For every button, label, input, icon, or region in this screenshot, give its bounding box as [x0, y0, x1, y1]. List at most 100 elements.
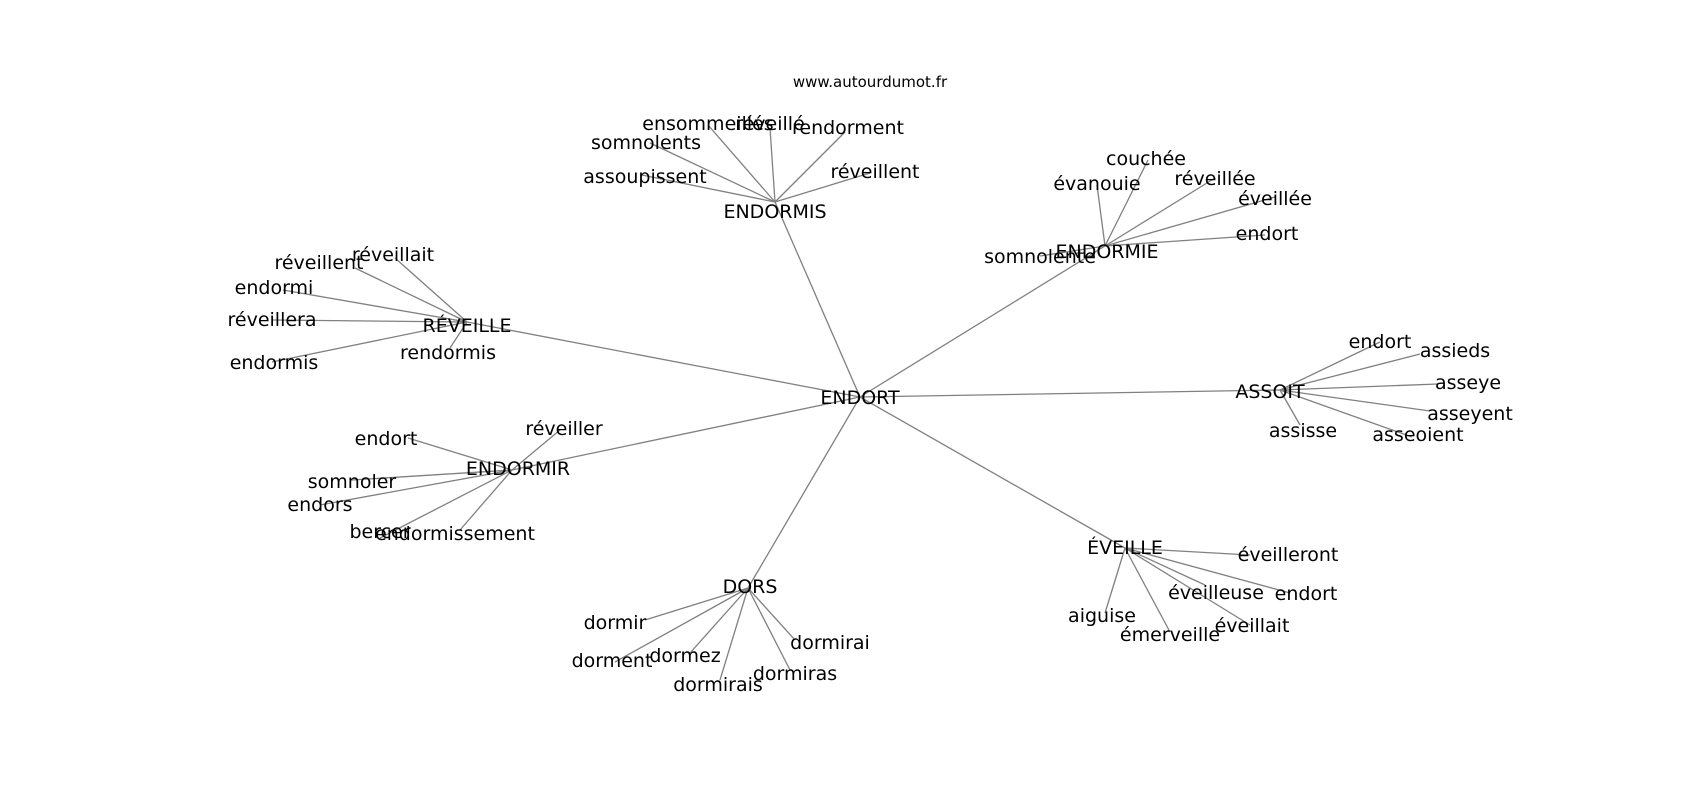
edge-endormie-reveillee — [1104, 177, 1216, 247]
leaf-node-dorment: dorment — [572, 650, 653, 672]
leaf-node-reveille: réveillé — [735, 113, 805, 135]
leaf-node-reveillent: réveillent — [274, 252, 363, 274]
leaf-node-bercer: bercer — [349, 521, 410, 543]
cluster-node-endormir: ENDORMIR — [466, 458, 570, 480]
edge-eveille-endort — [1124, 547, 1291, 594]
source-url: www.autourdumot.fr — [793, 73, 948, 91]
cluster-node-reveille: RÉVEILLE — [423, 314, 512, 337]
edge-dors-dorment — [614, 587, 749, 663]
edge-endormis-rendorment — [774, 131, 846, 203]
edge-dors-dormir — [644, 587, 749, 621]
edge-eveille-eveilleront — [1124, 547, 1251, 556]
leaf-node-reveiller: réveiller — [525, 418, 603, 440]
edge-endormir-somnoler — [351, 469, 513, 481]
edge-endormie-couchee — [1104, 159, 1149, 247]
edge-eveille-aiguise — [1104, 547, 1126, 614]
edge-endormie-evanouie — [1096, 184, 1106, 247]
edge-dors-dormirais — [719, 587, 749, 681]
leaf-node-endort: endort — [1236, 223, 1299, 245]
edge-eveille-eveillait — [1124, 547, 1251, 626]
edge-center-reveille — [466, 321, 861, 398]
edge-endormie-endort — [1104, 234, 1266, 247]
edge-endormis-ensommeilles — [707, 124, 776, 203]
cluster-node-endormis: ENDORMIS — [723, 201, 826, 223]
edge-endormir-bercer — [379, 469, 513, 539]
cluster-node-assoit: ASSOIT — [1235, 381, 1305, 403]
leaf-node-eveillait: éveillait — [1215, 615, 1290, 637]
leaf-node-emerveille: émerveille — [1120, 624, 1220, 646]
leaf-node-dormir: dormir — [584, 612, 647, 634]
leaf-node-endort: endort — [355, 428, 418, 450]
graph-labels: www.autourdumot.fr ensommeillésréveillér… — [228, 73, 1513, 696]
edge-reveille-reveillent — [354, 267, 468, 323]
edge-center-dors — [747, 396, 861, 589]
edge-endormis-somnolents — [649, 142, 776, 203]
leaf-node-asseyent: asseyent — [1427, 403, 1513, 425]
leaf-node-endormissement: endormissement — [375, 523, 535, 545]
edge-assoit-assieds — [1279, 353, 1421, 391]
leaf-node-asseoient: asseoient — [1372, 424, 1463, 446]
leaf-node-assoupissent: assoupissent — [583, 166, 706, 188]
edge-reveille-rendormis — [449, 321, 468, 349]
edge-center-assoit — [859, 389, 1281, 398]
leaf-node-reveillent: réveillent — [830, 161, 919, 183]
edge-endormir-reveiller — [511, 429, 561, 471]
edge-endormis-reveille — [769, 127, 776, 203]
edge-center-endormir — [511, 396, 861, 471]
edge-center-endormie — [859, 245, 1106, 398]
leaf-node-asseye: asseye — [1435, 372, 1501, 394]
edge-reveille-reveillait — [394, 257, 468, 323]
leaf-node-endormi: endormi — [235, 277, 314, 299]
leaf-node-evanouie: évanouie — [1053, 173, 1140, 195]
leaf-node-aiguise: aiguise — [1068, 605, 1136, 627]
leaf-node-reveillait: réveillait — [352, 244, 434, 266]
cluster-node-dors: DORS — [723, 576, 778, 598]
leaf-node-eveillee: éveillée — [1238, 188, 1312, 210]
leaf-node-ensommeilles: ensommeillés — [642, 113, 773, 135]
edge-reveille-reveillera — [271, 319, 468, 323]
leaf-node-endormis: endormis — [230, 352, 319, 374]
center-node: ENDORT — [820, 387, 900, 409]
edge-endormir-endort — [407, 437, 513, 471]
leaf-node-dormirais: dormirais — [673, 674, 763, 696]
leaf-node-eveilleuse: éveilleuse — [1168, 582, 1264, 604]
leaf-node-somnolente: somnolente — [984, 246, 1096, 268]
edge-reveille-endormi — [282, 289, 468, 323]
leaf-node-assieds: assieds — [1420, 340, 1490, 362]
edge-endormie-eveillee — [1104, 196, 1276, 247]
edge-endormir-endors — [319, 469, 513, 506]
edge-dors-dormiras — [747, 587, 791, 671]
leaf-node-eveilleront: éveilleront — [1238, 544, 1339, 566]
edge-reveille-endormis — [271, 321, 468, 363]
leaf-node-dormiras: dormiras — [753, 663, 837, 685]
leaf-node-somnolents: somnolents — [591, 132, 701, 154]
leaf-node-reveillee: réveillée — [1174, 168, 1255, 190]
edge-endormie-somnolente — [1039, 245, 1106, 257]
edge-dors-dormez — [689, 587, 749, 654]
leaf-node-dormez: dormez — [649, 645, 720, 667]
cluster-node-eveille: ÉVEILLE — [1087, 536, 1163, 559]
leaf-node-reveillera: réveillera — [228, 309, 317, 331]
graph-edges — [271, 124, 1439, 681]
leaf-node-assisse: assisse — [1269, 420, 1337, 442]
edge-assoit-asseyent — [1279, 389, 1431, 412]
edge-assoit-assisse — [1279, 389, 1301, 426]
leaf-node-endort: endort — [1275, 583, 1338, 605]
leaf-node-rendorment: rendorment — [792, 117, 904, 139]
edge-assoit-asseye — [1279, 383, 1439, 391]
edge-eveille-emerveille — [1124, 547, 1171, 633]
edge-assoit-asseoient — [1279, 389, 1413, 438]
edge-assoit-endort — [1279, 341, 1381, 391]
leaf-node-rendormis: rendormis — [400, 342, 496, 364]
leaf-node-somnoler: somnoler — [308, 471, 397, 493]
edge-dors-dormirai — [747, 587, 796, 641]
edge-center-eveille — [859, 396, 1126, 549]
leaf-node-dormirai: dormirai — [790, 632, 870, 654]
edge-endormis-assoupissent — [641, 174, 776, 203]
cluster-node-endormie: ENDORMIE — [1055, 241, 1158, 263]
leaf-node-couchee: couchée — [1106, 148, 1186, 170]
leaf-node-endort: endort — [1349, 331, 1412, 353]
edge-eveille-eveilleuse — [1124, 547, 1206, 586]
edge-center-endormis — [774, 201, 861, 398]
